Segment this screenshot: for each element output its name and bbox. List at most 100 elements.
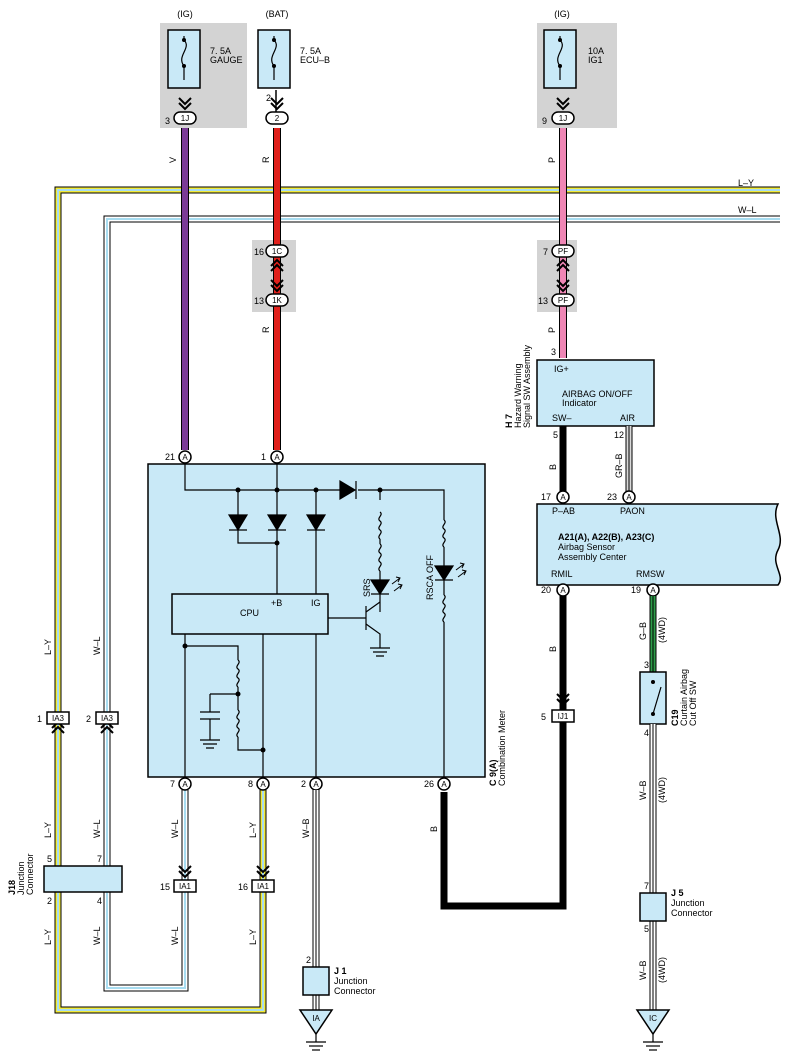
pin-label: +B bbox=[271, 598, 282, 608]
pin-number: 16 bbox=[238, 882, 248, 892]
ground-ic: IC bbox=[635, 1009, 671, 1051]
pin-number: 16 bbox=[254, 247, 264, 257]
pin-label: IG+ bbox=[554, 364, 569, 374]
component-name: Connector bbox=[334, 986, 376, 996]
connector-code: IA1 bbox=[179, 882, 192, 891]
connector-code: IJ1 bbox=[558, 712, 569, 721]
fuse-rating: 7. 5A bbox=[300, 46, 321, 56]
component-name: Combination Meter bbox=[497, 710, 507, 786]
wire-color-label: B bbox=[548, 464, 558, 470]
curtain-airbag-cutoff-sw: 3 4 C19 Curtain Airbag Cut Off SW bbox=[639, 660, 698, 738]
wire-color-label: B bbox=[548, 646, 558, 652]
led-label: SRS bbox=[362, 578, 372, 597]
cpu-label: CPU bbox=[240, 608, 259, 618]
pin-number: 5 bbox=[541, 712, 546, 722]
pin-number: 26 bbox=[424, 779, 434, 789]
component-id: A21(A), A22(B), A23(C) bbox=[558, 532, 654, 542]
wire-color-label: (4WD) bbox=[657, 777, 667, 803]
pin-number: 19 bbox=[631, 585, 641, 595]
wire-color-label: W–B bbox=[301, 818, 311, 838]
wire-color-label: W–B bbox=[638, 780, 648, 800]
connector-code: IA3 bbox=[52, 714, 65, 723]
component-name: Junction bbox=[671, 898, 705, 908]
wire-color-label: R bbox=[261, 156, 271, 163]
wire-black bbox=[440, 722, 567, 910]
wire-label: L–Y bbox=[738, 178, 754, 188]
wire-color-label: W–L bbox=[170, 819, 180, 838]
pin-label: IG bbox=[311, 598, 321, 608]
fuse-rating: 7. 5A bbox=[210, 46, 231, 56]
component-id: C19 bbox=[670, 709, 680, 726]
wire-color-label: GR–B bbox=[614, 453, 624, 478]
wire-color-label: W–L bbox=[92, 926, 102, 945]
component-name: Assembly Center bbox=[558, 552, 627, 562]
pin-number: 1 bbox=[261, 452, 266, 462]
component-name: Junction bbox=[334, 976, 368, 986]
component-id: J 1 bbox=[334, 966, 347, 976]
fuse-ig1: (IG) 10A IG1 9 bbox=[537, 9, 617, 128]
pin-number: 17 bbox=[541, 492, 551, 502]
pin-label: P–AB bbox=[552, 506, 575, 516]
component-name: Airbag Sensor bbox=[558, 542, 615, 552]
pin-number: 3 bbox=[644, 660, 649, 670]
fuse-source: (BAT) bbox=[266, 9, 289, 19]
junction-connector-j18: 5 7 2 4 J18 Junction Connector bbox=[7, 853, 123, 906]
pin-number: 9 bbox=[542, 116, 547, 126]
wire-color-label: G–B bbox=[638, 622, 648, 640]
wire-color-label: W–L bbox=[170, 926, 180, 945]
pin-number: 7 bbox=[170, 779, 175, 789]
pin-number: 2 bbox=[266, 93, 271, 103]
connector-code: PF bbox=[558, 296, 568, 305]
connector-code: A bbox=[182, 780, 188, 789]
connector-code: A bbox=[441, 780, 447, 789]
inline-connector-red: 1C 16 1K 13 bbox=[252, 240, 296, 312]
wire-color-label: W–L bbox=[92, 636, 102, 655]
connector-code: IA1 bbox=[257, 882, 270, 891]
wire-color-label: W–B bbox=[638, 960, 648, 980]
indicator-label: AIRBAG ON/OFF bbox=[562, 389, 633, 399]
fuse-name: ECU–B bbox=[300, 55, 330, 65]
indicator-label: Indicator bbox=[562, 398, 597, 408]
pin-number: 20 bbox=[541, 585, 551, 595]
junction-connector-j1: 2 J 1 Junction Connector bbox=[302, 955, 376, 996]
connector-code: 2 bbox=[275, 114, 280, 123]
component-id: J 5 bbox=[671, 888, 684, 898]
component-name: Hazard Warning bbox=[513, 363, 523, 428]
fuse-rating: 10A bbox=[588, 46, 604, 56]
pin-number: 13 bbox=[254, 296, 264, 306]
pin-number: 3 bbox=[165, 116, 170, 126]
connector-code: PF bbox=[558, 247, 568, 256]
pin-number: 2 bbox=[301, 779, 306, 789]
connector-code: A bbox=[650, 586, 656, 595]
wire-color-label: V bbox=[168, 157, 178, 163]
junction-connector-j5: 7 5 J 5 Junction Connector bbox=[639, 881, 713, 934]
component-name: Cut Off SW bbox=[688, 680, 698, 726]
wire-color-label: W–L bbox=[92, 819, 102, 838]
pin-number: 21 bbox=[165, 452, 175, 462]
led-label: RSCA OFF bbox=[425, 554, 435, 600]
pin-number: 1 bbox=[37, 714, 42, 724]
wire-color-label: L–Y bbox=[43, 929, 53, 945]
pin-label: SW– bbox=[552, 413, 572, 423]
pin-number: 4 bbox=[644, 728, 649, 738]
wire-color-label: (4WD) bbox=[657, 617, 667, 643]
pin-number: 2 bbox=[306, 955, 311, 965]
wire-color-label: L–Y bbox=[43, 639, 53, 655]
wire-label: W–L bbox=[738, 205, 757, 215]
connector-code: A bbox=[260, 780, 266, 789]
connector-code: A bbox=[560, 493, 566, 502]
pin-number: 2 bbox=[47, 896, 52, 906]
connector-code: 1C bbox=[272, 247, 282, 256]
wire-color-label: R bbox=[261, 326, 271, 333]
pin-label: AIR bbox=[620, 413, 636, 423]
pin-number: 5 bbox=[644, 924, 649, 934]
pin-label: PAON bbox=[620, 506, 645, 516]
connector-code: A bbox=[182, 453, 188, 462]
connector-code: A bbox=[560, 586, 566, 595]
connector-code: 1K bbox=[272, 296, 282, 305]
connector-code: A bbox=[274, 453, 280, 462]
connector-code: 1J bbox=[181, 114, 189, 123]
component-name: Junction bbox=[16, 861, 26, 895]
wire-color-label: B bbox=[429, 826, 439, 832]
